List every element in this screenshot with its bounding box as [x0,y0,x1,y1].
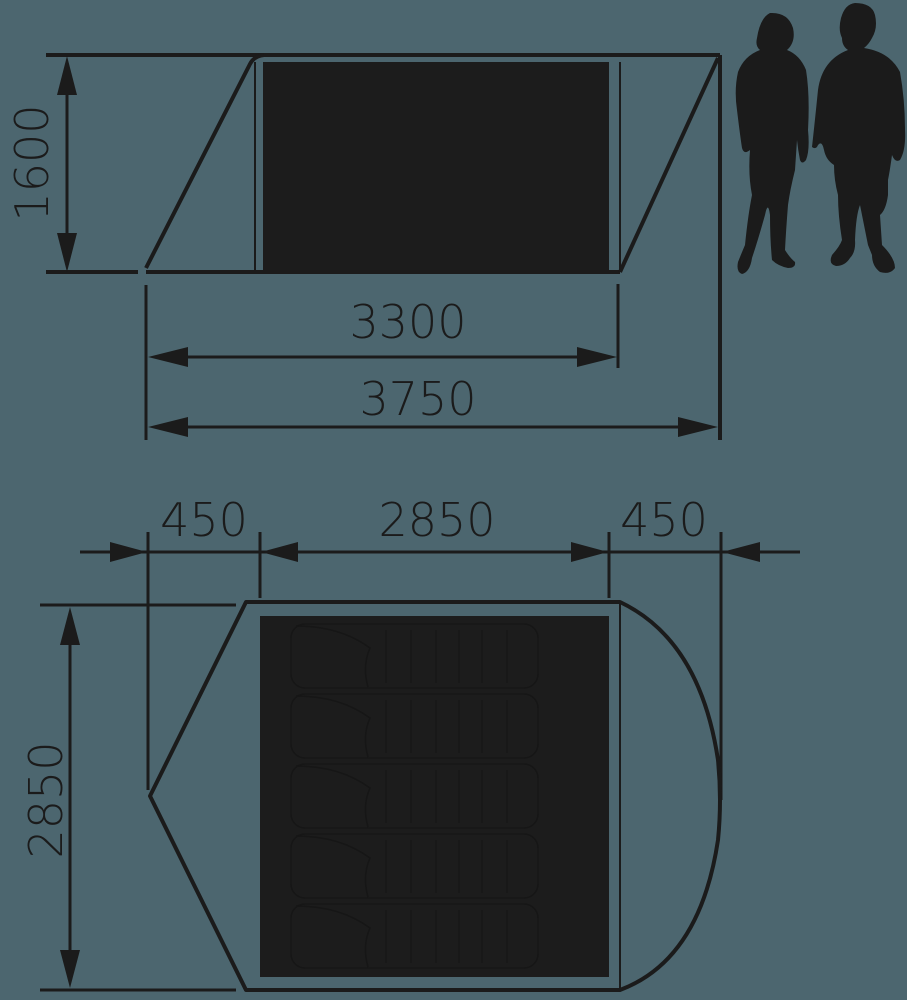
sleeping-bag-5 [290,903,539,969]
woman-silhouette-icon [735,12,809,275]
top-view-outline [148,600,722,992]
sleeping-bags [290,623,539,969]
height-dimension: 1600 [5,56,77,272]
inner-length-dimension: 3300 [144,284,620,440]
scale-figures [735,3,906,275]
dim-right-vestibule: 450 [620,493,708,547]
dim-total-length: 3750 [359,372,476,426]
total-length-dimension: 3750 [148,372,718,437]
dim-inner-length: 3300 [349,295,466,349]
sleeping-bag-3 [290,763,539,829]
sleeping-bag-4 [290,833,539,899]
dim-height: 1600 [5,104,59,221]
man-silhouette-icon [812,3,906,273]
dim-left-vestibule: 450 [160,493,248,547]
side-inner-room [263,62,609,270]
dim-inner-length-top: 2850 [378,493,495,547]
side-view [46,53,722,440]
width-dimension: 2850 [19,603,236,992]
sleeping-bag-1 [290,623,539,689]
top-inner-room [260,616,609,977]
sleeping-bag-2 [290,693,539,759]
top-dimension-row: 450 2850 450 [80,493,800,800]
dim-width: 2850 [19,741,73,858]
